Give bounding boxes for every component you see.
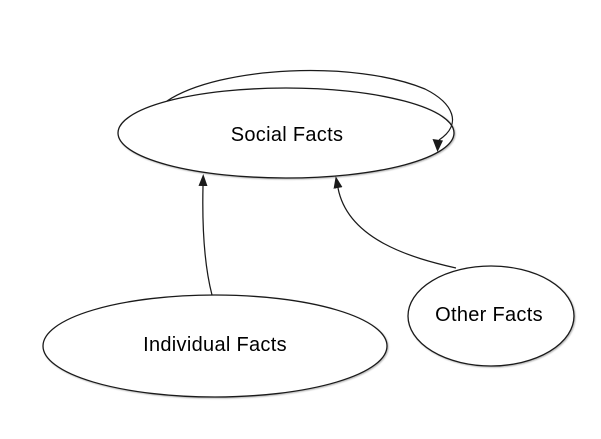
diagram-edges bbox=[166, 69, 457, 296]
diagram-labels: Social Facts Individual Facts Other Fact… bbox=[143, 124, 543, 356]
edge-individual-to-social bbox=[198, 174, 213, 296]
node-social-facts-ellipse bbox=[117, 87, 455, 179]
edge-other-to-social bbox=[333, 176, 457, 269]
node-other-facts-ellipse bbox=[407, 265, 575, 367]
node-social-facts-label: Social Facts bbox=[231, 124, 344, 146]
node-other-facts-label: Other Facts bbox=[435, 304, 543, 326]
diagram-nodes bbox=[42, 87, 575, 398]
edge-social-self-loop-arrowhead-icon bbox=[432, 139, 443, 152]
edge-social-self-loop bbox=[166, 69, 454, 141]
node-individual-facts-label: Individual Facts bbox=[143, 334, 287, 356]
node-individual-facts-ellipse bbox=[42, 294, 388, 398]
